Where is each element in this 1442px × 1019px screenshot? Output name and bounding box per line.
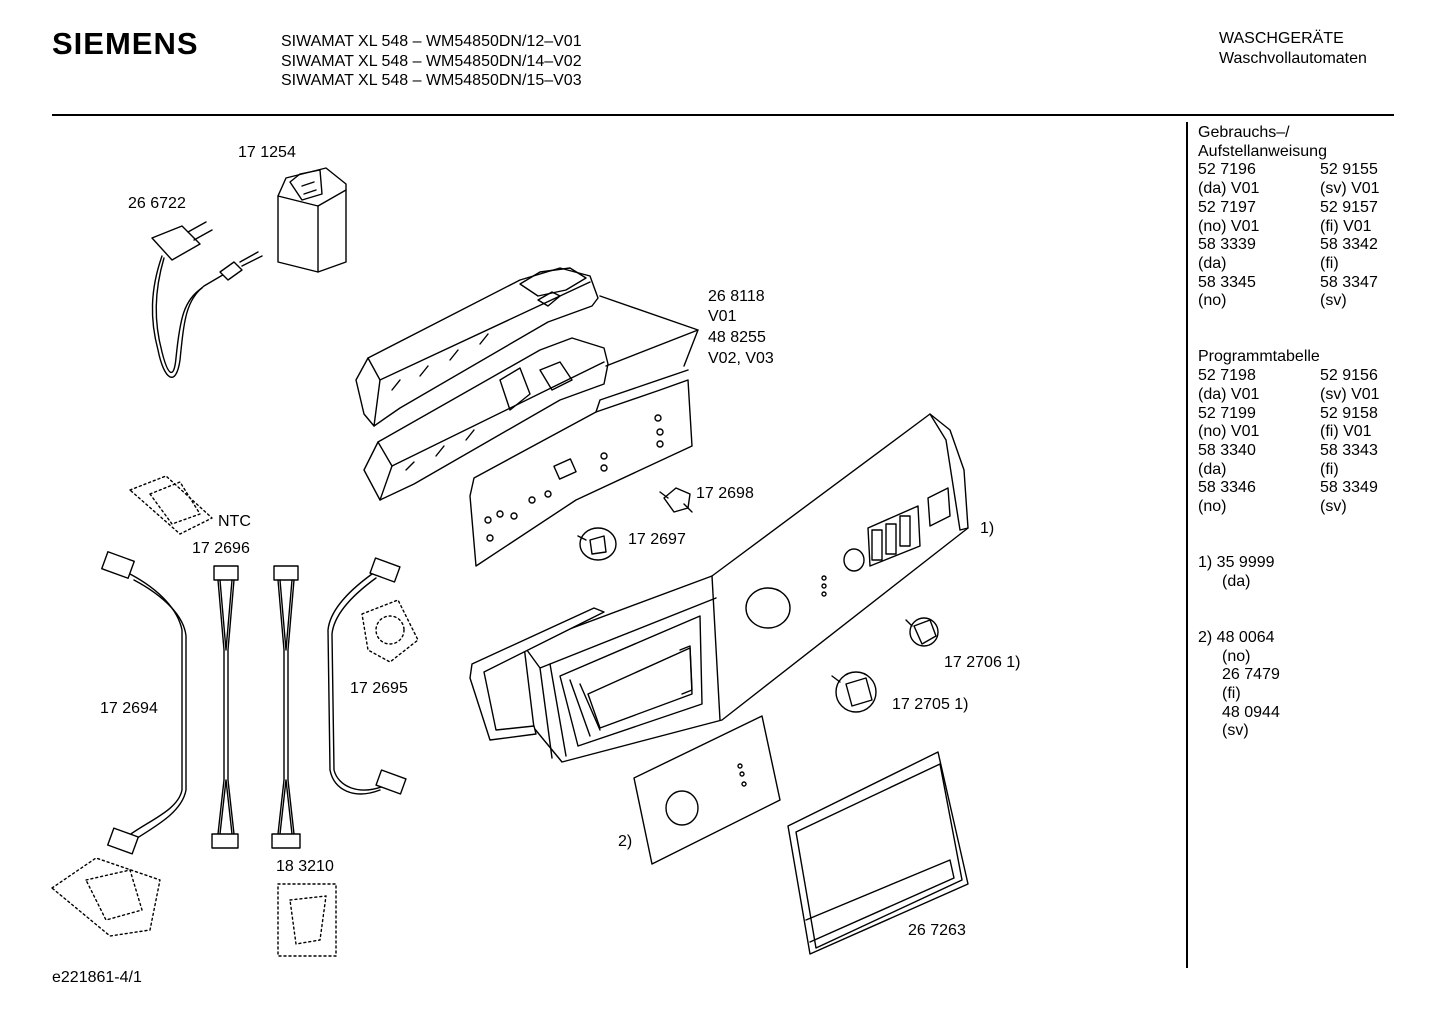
label-172695: 17 2695 xyxy=(350,680,408,697)
footnote-2-line: 26 7479 xyxy=(1222,666,1280,684)
harness-172696-icon xyxy=(211,565,239,849)
footnote-1-lang: (da) xyxy=(1222,572,1251,590)
harness-172694-icon xyxy=(101,551,187,855)
label-183210: 18 3210 xyxy=(276,858,334,875)
category-block: WASCHGERÄTE Waschvollautomaten xyxy=(1219,29,1367,69)
header-divider xyxy=(52,114,1394,116)
label-note2: 2) xyxy=(618,833,633,850)
manual-row: (da) V01(sv) V01 xyxy=(1198,180,1380,198)
label-172694: 17 2694 xyxy=(100,700,158,717)
exploded-view-diagram xyxy=(51,167,969,957)
model-list: SIWAMAT XL 548 – WM54850DN/12–V01 SIWAMA… xyxy=(281,32,582,91)
manual-title: Gebrauchs–/ xyxy=(1198,124,1290,141)
electronic-module-icon xyxy=(469,369,693,567)
power-cord-icon xyxy=(151,221,263,378)
manual-title: Aufstellanweisung xyxy=(1198,142,1327,160)
program-title: Programmtabelle xyxy=(1198,348,1320,366)
gasket-icon xyxy=(469,607,605,741)
brand-logo: SIEMENS xyxy=(52,26,199,61)
footnote-2-line: (no) xyxy=(1222,647,1251,665)
connector-ghost-icon xyxy=(361,599,419,663)
footnote-2-line: (sv) xyxy=(1222,722,1249,740)
label-172698: 17 2698 xyxy=(696,485,754,502)
footnote-2: 2) 48 0064 xyxy=(1198,628,1275,646)
label-v02-v03: V02, V03 xyxy=(708,350,774,367)
drawer-handle-icon xyxy=(787,751,969,955)
category-subtitle: Waschvollautomaten xyxy=(1219,50,1367,67)
selector-knob-icon xyxy=(905,617,939,647)
fascia-panel-icon xyxy=(523,413,969,763)
program-row: (da) V01(sv) V01 xyxy=(1198,385,1380,403)
model-line: SIWAMAT XL 548 – WM54850DN/14–V02 xyxy=(281,52,582,70)
label-172697: 17 2697 xyxy=(628,531,686,548)
document-id: e221861-4/1 xyxy=(52,969,142,986)
manual-row: (no) V01(fi) V01 xyxy=(1198,217,1372,235)
label-488255: 48 8255 xyxy=(708,329,766,346)
manual-row: (da)(fi) xyxy=(1198,254,1339,272)
pump-ghost-icon xyxy=(51,857,161,937)
label-171254: 17 1254 xyxy=(238,144,296,161)
label-note1: 1) xyxy=(980,520,995,537)
sidebar-divider xyxy=(1186,122,1188,968)
footnote-1: 1) 35 9999 xyxy=(1198,554,1275,572)
program-knob-icon xyxy=(577,527,617,561)
footnote-2-line: 48 0944 xyxy=(1222,703,1280,721)
label-v01: V01 xyxy=(708,308,737,325)
bezel-plate-icon xyxy=(633,715,781,865)
program-row: (da)(fi) xyxy=(1198,460,1339,478)
model-line: SIWAMAT XL 548 – WM54850DN/12–V01 xyxy=(281,33,582,50)
label-172696: 17 2696 xyxy=(192,540,250,557)
control-housing-alt-icon xyxy=(363,337,609,501)
model-line: SIWAMAT XL 548 – WM54850DN/15–V03 xyxy=(281,72,582,89)
label-267263: 26 7263 xyxy=(908,922,966,939)
control-housing-icon xyxy=(355,267,599,427)
small-knob-icon xyxy=(659,487,693,513)
label-172705: 17 2705 1) xyxy=(892,696,969,713)
ntc-sensor-icon xyxy=(129,475,213,535)
harness-172695-icon xyxy=(327,557,407,795)
connector-183210-ghost-icon xyxy=(277,883,337,957)
label-268118: 26 8118 xyxy=(708,288,765,305)
suppressor-filter-icon xyxy=(277,167,347,273)
harness-183210-icon xyxy=(271,565,301,849)
footnote-2-line: (fi) xyxy=(1222,685,1241,702)
label-ntc: NTC xyxy=(218,513,251,530)
label-266722: 26 6722 xyxy=(128,195,186,212)
label-172706: 17 2706 1) xyxy=(944,654,1021,671)
temperature-knob-icon xyxy=(831,671,877,713)
program-row: (no) V01(fi) V01 xyxy=(1198,423,1372,441)
program-row: (no)(sv) xyxy=(1198,498,1347,516)
category-title: WASCHGERÄTE xyxy=(1219,30,1344,47)
leader-line xyxy=(599,295,699,367)
manual-row: (no)(sv) xyxy=(1198,292,1347,310)
